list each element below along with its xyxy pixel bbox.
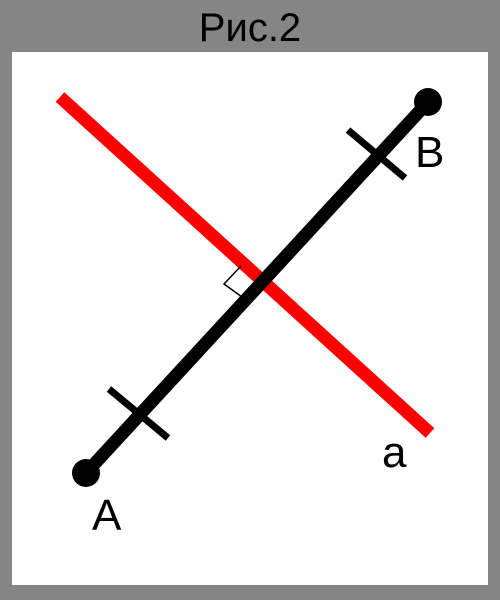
line-a-label: a (382, 428, 407, 477)
right-angle-marker (222, 265, 243, 298)
tick-mark-upper (345, 127, 408, 181)
point-b-dot (414, 88, 442, 116)
point-a-dot (72, 459, 100, 487)
drawing-canvas (12, 52, 488, 585)
figure-title: Рис.2 (198, 6, 302, 50)
point-b-label: B (415, 128, 444, 177)
point-a-label: A (92, 491, 122, 540)
tick-mark-lower (106, 386, 171, 441)
line-a (55, 92, 435, 438)
segment-ab (81, 97, 433, 478)
